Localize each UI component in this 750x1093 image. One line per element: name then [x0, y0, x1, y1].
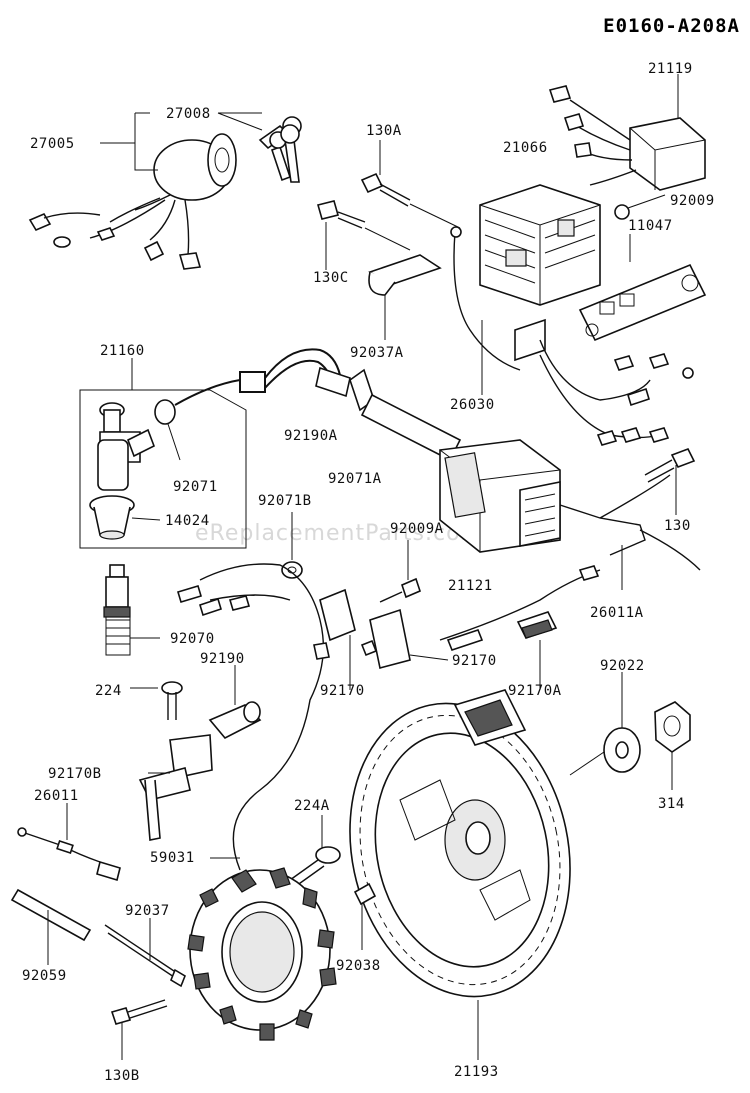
label-92038: 92038: [336, 958, 381, 974]
label-130: 130: [664, 518, 691, 534]
bolt-130A: [360, 140, 461, 229]
label-26011: 26011: [34, 788, 79, 804]
label-130B: 130B: [104, 1068, 140, 1084]
clamp-92037: [104, 918, 186, 988]
label-21066: 21066: [503, 140, 548, 156]
ignition-lead: [174, 348, 462, 462]
label-92071A: 92071A: [328, 471, 382, 487]
tube-92059: [10, 888, 92, 965]
label-92009A: 92009A: [390, 521, 444, 537]
watermark: eReplacementParts.com: [195, 521, 483, 546]
lead-wire-26011: [17, 803, 121, 882]
bolt-130C: [317, 200, 411, 270]
label-92190: 92190: [200, 651, 245, 667]
bolt-224A: [289, 815, 341, 887]
label-130C: 130C: [313, 270, 349, 286]
nut-314: [654, 701, 691, 790]
label-224: 224: [95, 683, 122, 699]
label-92071B: 92071B: [258, 493, 312, 509]
harness-26030: [450, 226, 694, 446]
label-11047: 11047: [628, 218, 673, 234]
bolt-130: [644, 447, 696, 515]
spark-plug-cap: [97, 402, 156, 491]
key-92038: [353, 882, 377, 950]
label-14024: 14024: [165, 513, 210, 529]
clamp-92037A: [368, 254, 442, 340]
label-314: 314: [658, 796, 685, 812]
label-92170B: 92170B: [48, 766, 102, 782]
ignition-coil: [439, 439, 701, 571]
bracket-92170B: [138, 734, 213, 841]
label-92071: 92071: [173, 479, 218, 495]
label-92059: 92059: [22, 968, 67, 984]
spark-plug: [103, 564, 160, 656]
label-92037: 92037: [125, 903, 170, 919]
label-92170A: 92170A: [508, 683, 562, 699]
bolt-92009: [614, 194, 666, 220]
bracket-11047: [578, 234, 707, 342]
stator: [187, 857, 337, 1041]
regulator-21119: [548, 74, 706, 191]
label-92170-right: 92170: [452, 653, 497, 669]
label-59031: 59031: [150, 850, 195, 866]
bolt-224: [130, 681, 183, 720]
label-21119: 21119: [648, 61, 693, 77]
label-92009-top: 92009: [670, 193, 715, 209]
bolt-130B: [110, 999, 168, 1060]
label-26030: 26030: [450, 397, 495, 413]
bolt-92009A: [379, 540, 421, 603]
label-130A: 130A: [366, 123, 402, 139]
label-92022: 92022: [600, 658, 645, 674]
drawing-id: E0160-A208A: [603, 15, 740, 37]
label-92170-mid: 92170: [320, 683, 365, 699]
label-21193: 21193: [454, 1064, 499, 1080]
clip-92170A: [516, 611, 558, 690]
label-21160: 21160: [100, 343, 145, 359]
ignition-keys: [258, 116, 302, 183]
rectifier-21066: [479, 184, 601, 306]
label-92037A: 92037A: [350, 345, 404, 361]
label-26011A: 26011A: [590, 605, 644, 621]
label-92070: 92070: [170, 631, 215, 647]
label-27008: 27008: [166, 106, 211, 122]
flywheel: [349, 689, 571, 1060]
ignition-switch: [28, 133, 237, 270]
label-21121: 21121: [448, 578, 493, 594]
harness-26011A: [177, 545, 623, 871]
label-92190A: 92190A: [284, 428, 338, 444]
bracket-92170: [319, 588, 449, 690]
tube-92190: [208, 665, 262, 740]
washer-92022: [569, 672, 641, 776]
cap-nut-92071: [154, 399, 181, 461]
label-224A: 224A: [294, 798, 330, 814]
label-27005: 27005: [30, 136, 75, 152]
grommet-92071B: [281, 512, 303, 579]
grommet-14024: [89, 495, 161, 540]
spark-cap-kit-box: [79, 389, 247, 549]
